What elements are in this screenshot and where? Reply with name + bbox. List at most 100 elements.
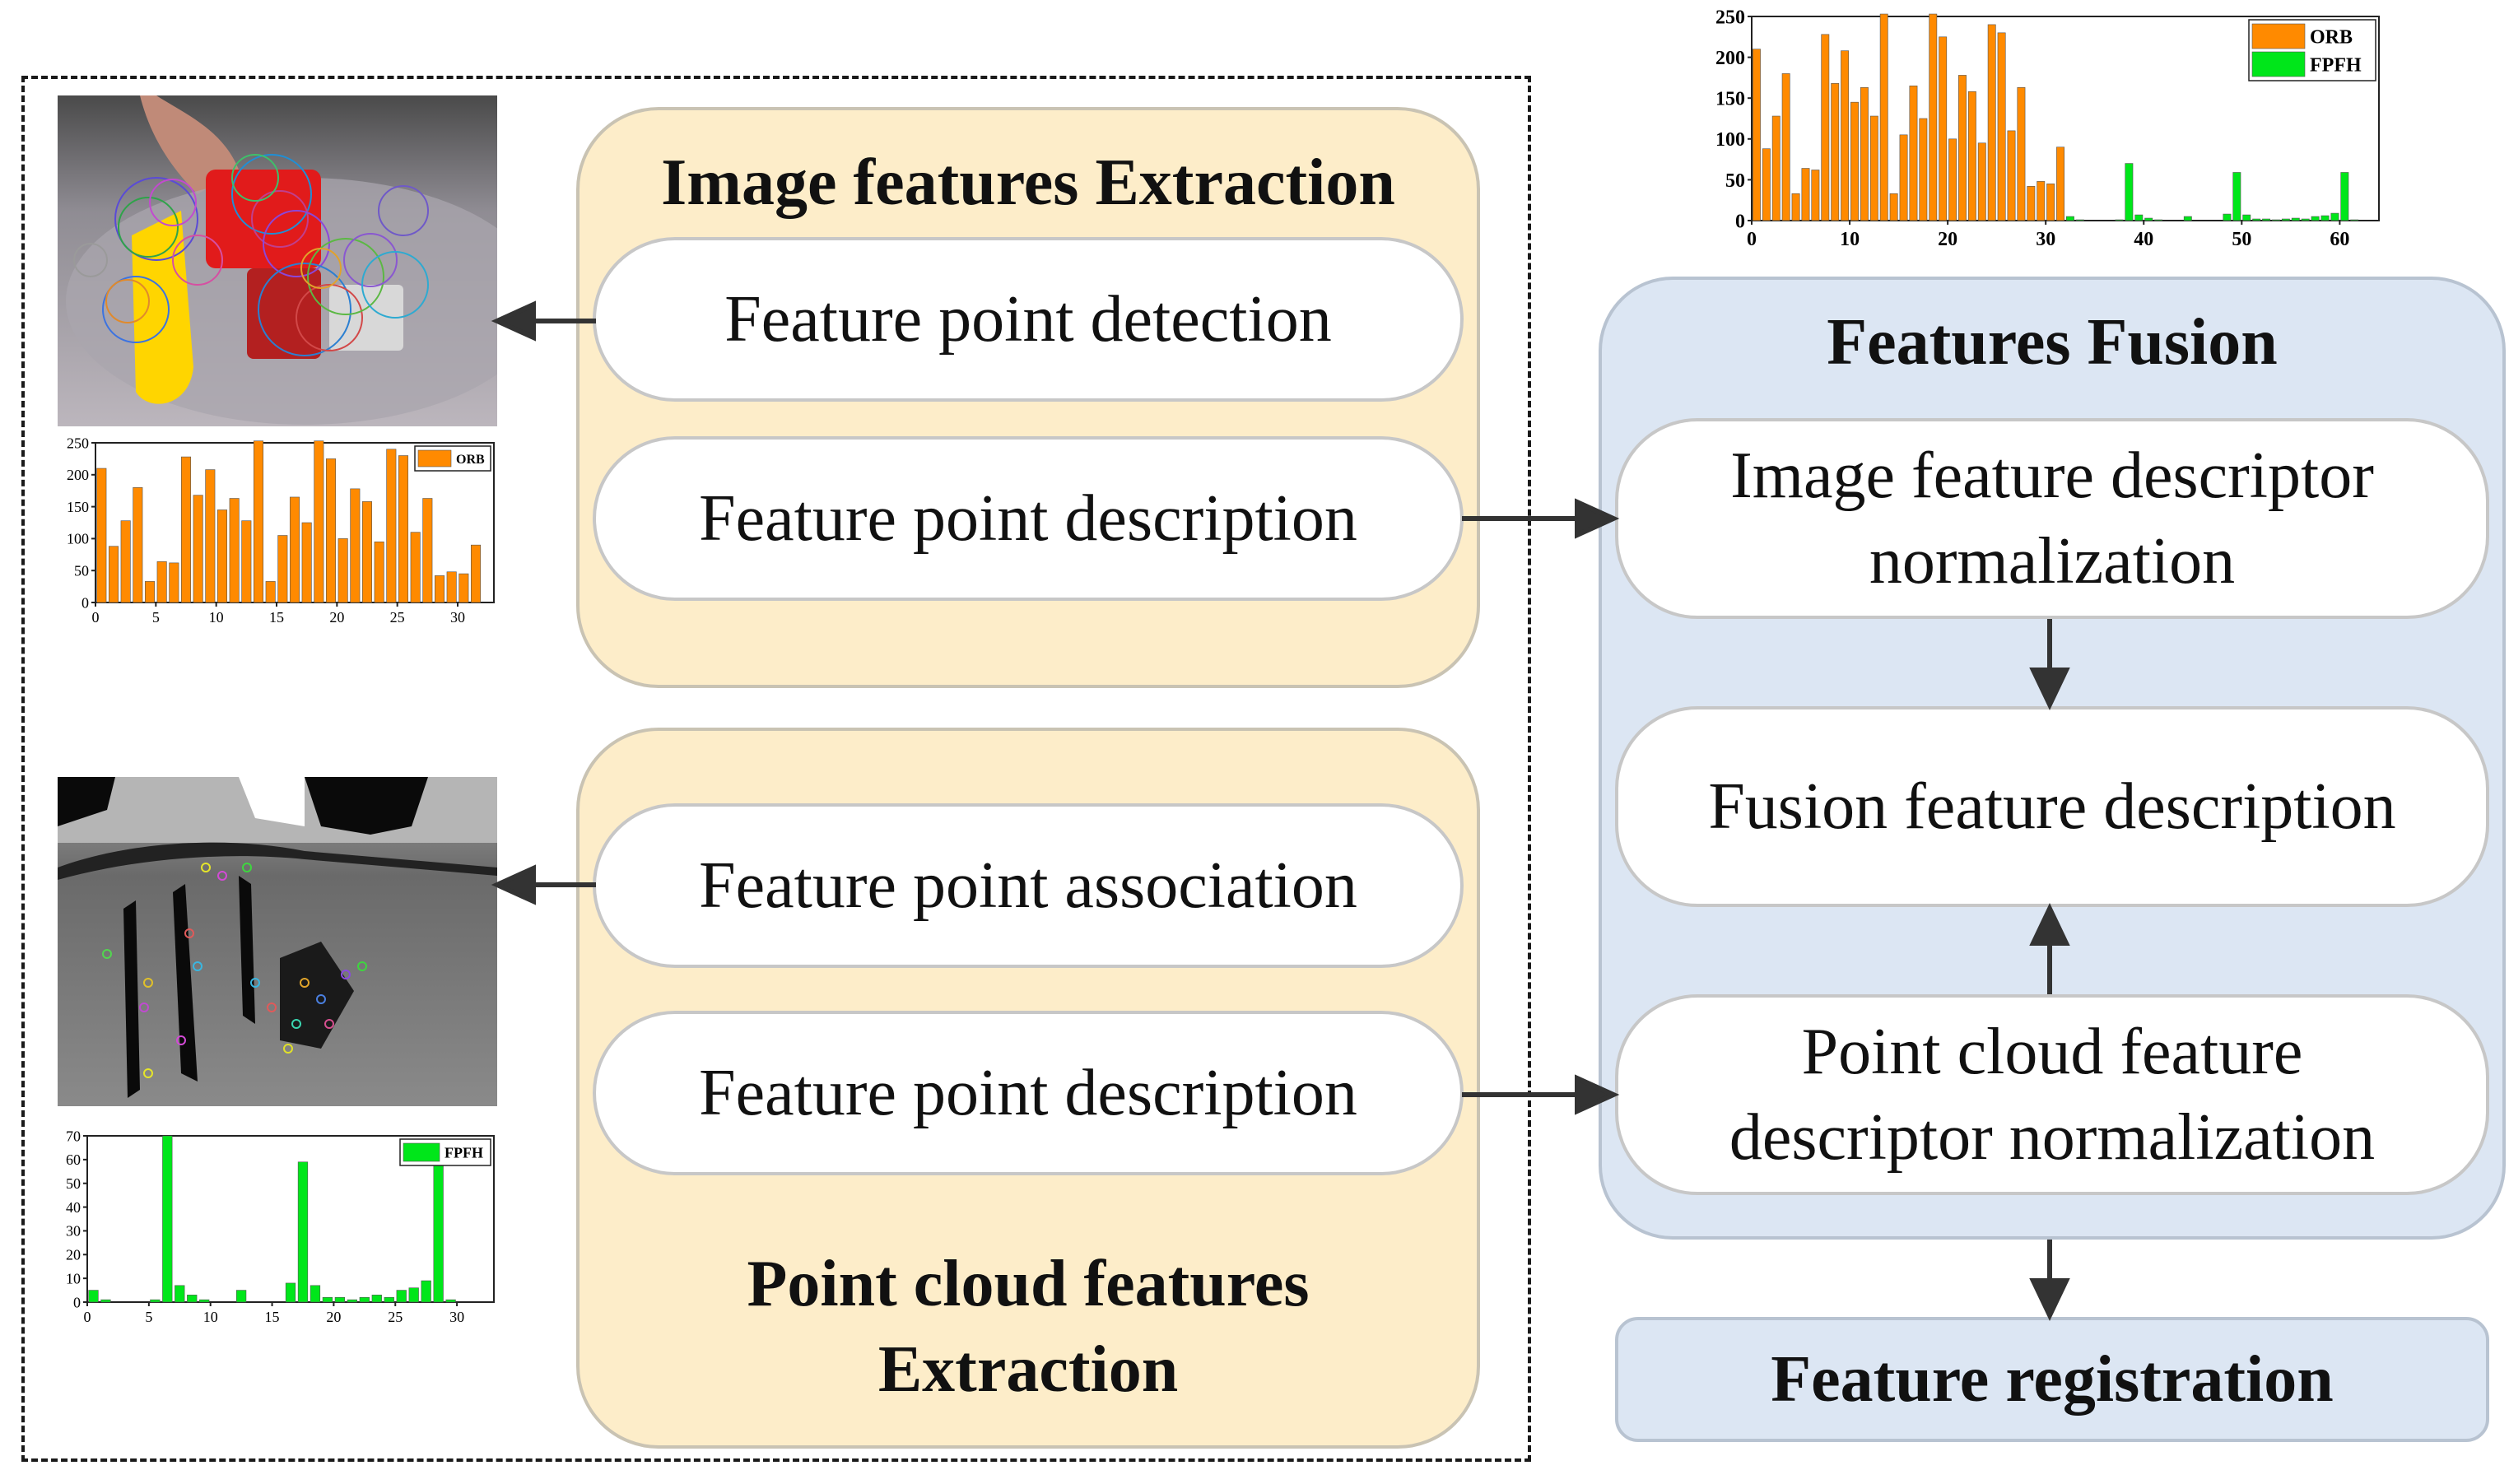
- bar: [1889, 193, 1898, 221]
- bar: [1879, 13, 1888, 221]
- bar: [216, 509, 228, 603]
- legend-swatch: [2251, 51, 2306, 77]
- bar: [187, 1295, 198, 1303]
- x-tick-label: 10: [1840, 229, 1860, 250]
- x-tick-label: 5: [152, 609, 160, 626]
- bar: [120, 520, 131, 603]
- bar: [1831, 83, 1840, 221]
- keypoint-circles: [73, 154, 429, 356]
- bar: [1899, 134, 1908, 221]
- bar: [235, 1290, 247, 1303]
- bar: [2183, 216, 2192, 221]
- bar: [2066, 216, 2074, 221]
- bar: [205, 469, 216, 603]
- bar: [133, 487, 143, 603]
- bar: [1939, 36, 1948, 221]
- feature-registration-box: Feature registration: [1615, 1317, 2489, 1442]
- x-tick-label: 20: [1938, 229, 1957, 250]
- bar: [1958, 75, 1967, 221]
- bar: [1997, 32, 2006, 221]
- bar: [2134, 214, 2144, 221]
- bar: [2046, 184, 2055, 221]
- y-tick-label: 200: [1715, 48, 1745, 69]
- y-tick-label: 250: [67, 436, 89, 451]
- bar: [2262, 218, 2271, 221]
- y-tick-label: 150: [1715, 89, 1745, 110]
- image-features-title: Image features Extraction: [661, 147, 1395, 219]
- bar: [371, 1295, 382, 1303]
- bar: [1781, 73, 1790, 221]
- bar: [384, 1296, 394, 1303]
- bar: [2311, 216, 2320, 221]
- x-tick-label: 0: [1747, 229, 1757, 250]
- bar: [408, 1287, 419, 1303]
- bar: [361, 501, 373, 603]
- pointcloud-descriptor-normalization-line1: Point cloud feature: [1801, 1016, 2303, 1088]
- bar: [301, 522, 312, 603]
- x-tick-label: 10: [209, 609, 224, 626]
- bar: [374, 541, 384, 603]
- y-tick-label: 0: [1735, 211, 1745, 232]
- legend-label: FPFH: [445, 1145, 483, 1161]
- bar: [1811, 170, 1820, 221]
- x-tick-label: 15: [269, 609, 284, 626]
- bar: [169, 562, 179, 603]
- bar: [2115, 219, 2124, 221]
- bar: [310, 1285, 321, 1303]
- bar: [1762, 148, 1771, 221]
- bar: [180, 456, 192, 603]
- bar: [1753, 49, 1761, 221]
- pointcloud-descriptor-normalization-step: Point cloud feature descriptor normaliza…: [1615, 994, 2489, 1195]
- y-tick-label: 60: [66, 1151, 81, 1168]
- bar: [2320, 215, 2330, 221]
- bar: [2027, 186, 2036, 221]
- bar: [359, 1296, 370, 1303]
- feature-point-association-step: Feature point association: [593, 803, 1464, 968]
- x-tick-label: 50: [2232, 229, 2251, 250]
- legend-swatch: [417, 449, 452, 468]
- bar: [108, 546, 119, 603]
- bar: [229, 498, 240, 603]
- bar: [193, 495, 203, 603]
- image-feature-point-description-step: Feature point description: [593, 436, 1464, 601]
- bar: [2007, 130, 2016, 221]
- y-tick-label: 200: [67, 467, 89, 483]
- bar: [150, 1299, 161, 1303]
- bar: [421, 1280, 431, 1303]
- x-tick-label: 20: [329, 609, 344, 626]
- bar: [1801, 168, 1810, 221]
- bar: [2291, 217, 2300, 221]
- bar: [297, 1161, 309, 1303]
- bar: [1821, 34, 1830, 221]
- bar: [2075, 219, 2084, 221]
- bar: [1948, 138, 1957, 221]
- y-tick-label: 50: [66, 1175, 81, 1192]
- bar: [2340, 172, 2349, 221]
- bar: [2242, 214, 2251, 221]
- bar: [1977, 142, 1986, 221]
- image-descriptor-normalization-line1: Image feature descriptor: [1730, 440, 2374, 512]
- bar: [96, 468, 107, 603]
- x-tick-label: 0: [84, 1309, 91, 1325]
- y-tick-label: 50: [1725, 170, 1745, 192]
- bar: [265, 581, 276, 603]
- y-tick-label: 30: [66, 1223, 81, 1240]
- pointcloud-descriptor-normalization-line2: descriptor normalization: [1729, 1101, 2376, 1174]
- legend-label: FPFH: [2310, 55, 2362, 77]
- x-tick-label: 30: [449, 1309, 464, 1325]
- bar: [347, 1299, 357, 1303]
- y-tick-label: 10: [66, 1270, 81, 1286]
- bar: [446, 571, 457, 603]
- bar: [162, 1135, 173, 1303]
- x-tick-label: 30: [450, 609, 465, 626]
- bar: [470, 544, 482, 603]
- bar: [334, 1296, 346, 1303]
- x-tick-label: 40: [2134, 229, 2153, 250]
- bar: [2223, 213, 2232, 221]
- bar: [2154, 219, 2163, 221]
- bar: [1869, 115, 1878, 221]
- image-descriptor-normalization-line2: normalization: [1869, 525, 2236, 598]
- y-tick-label: 150: [67, 499, 89, 515]
